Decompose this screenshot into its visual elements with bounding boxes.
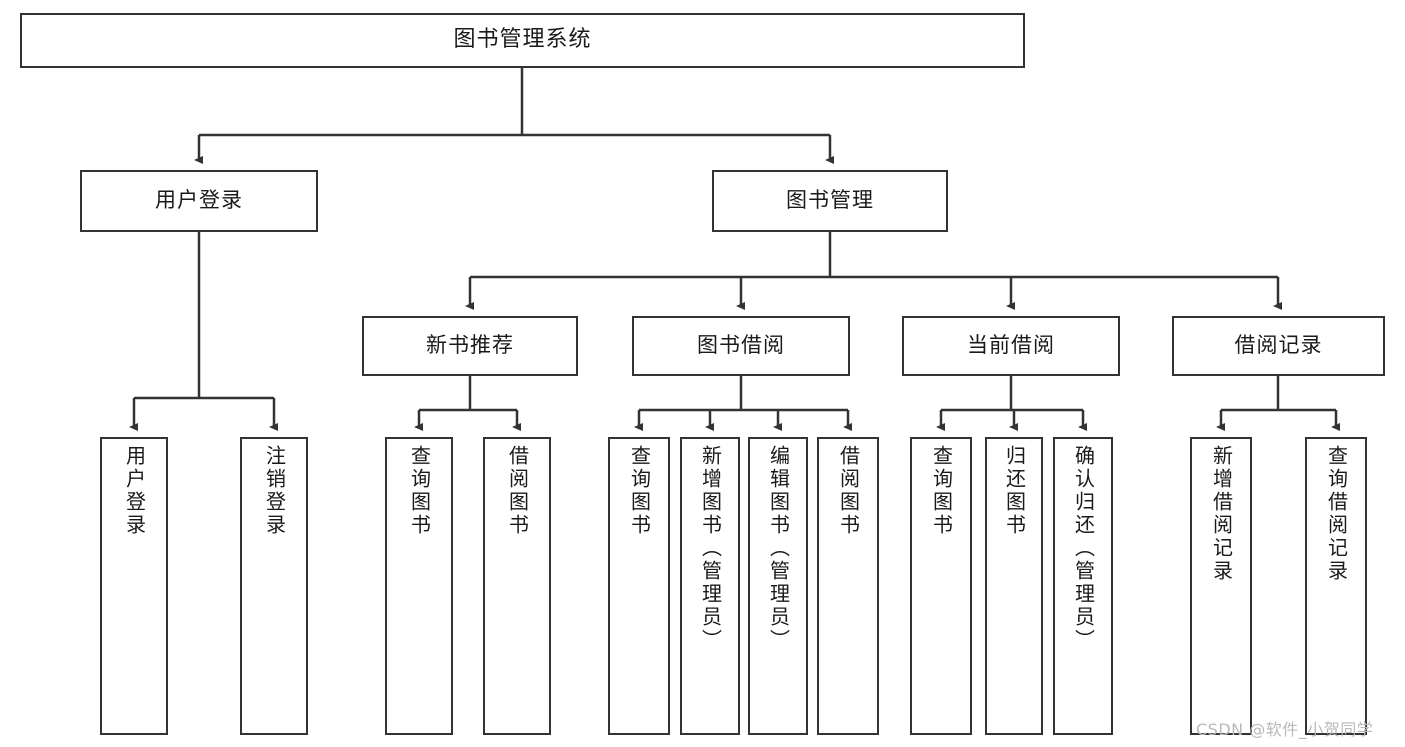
leaf-label: 新增图书（管理员） [698,445,723,652]
leaf-label: 新增借阅记录 [1209,445,1234,583]
node-user-login[interactable]: 用户登录 [80,170,318,232]
node-leaf-query-borrow-record[interactable]: 查询借阅记录 [1305,437,1367,735]
leaf-label: 查询图书 [407,445,432,537]
node-leaf-user-login[interactable]: 用户登录 [100,437,168,735]
node-leaf-query-book-current[interactable]: 查询图书 [910,437,972,735]
leaf-label: 确认归还（管理员） [1071,445,1096,652]
leaf-label: 借阅图书 [836,445,861,537]
node-leaf-add-book-admin[interactable]: 新增图书（管理员） [680,437,740,735]
node-current-borrow[interactable]: 当前借阅 [902,316,1120,376]
node-leaf-borrow-book[interactable]: 借阅图书 [817,437,879,735]
node-borrow-record[interactable]: 借阅记录 [1172,316,1385,376]
leaf-label: 编辑图书（管理员） [766,445,791,652]
node-root-book-management-system[interactable]: 图书管理系统 [20,13,1025,68]
node-leaf-return-book[interactable]: 归还图书 [985,437,1043,735]
leaf-label: 查询图书 [929,445,954,537]
node-new-book-recommend[interactable]: 新书推荐 [362,316,578,376]
node-leaf-add-borrow-record[interactable]: 新增借阅记录 [1190,437,1252,735]
watermark-text: CSDN @软件_小贺同学 [1196,720,1374,739]
leaf-label: 查询借阅记录 [1324,445,1349,583]
leaf-label: 注销登录 [262,445,287,537]
leaf-label: 用户登录 [122,445,147,537]
node-leaf-query-book-recommend[interactable]: 查询图书 [385,437,453,735]
leaf-label: 借阅图书 [505,445,530,537]
node-book-management[interactable]: 图书管理 [712,170,948,232]
node-leaf-query-book-borrow[interactable]: 查询图书 [608,437,670,735]
node-leaf-logout[interactable]: 注销登录 [240,437,308,735]
node-book-borrow[interactable]: 图书借阅 [632,316,850,376]
node-leaf-borrow-book-recommend[interactable]: 借阅图书 [483,437,551,735]
node-leaf-confirm-return-admin[interactable]: 确认归还（管理员） [1053,437,1113,735]
node-leaf-edit-book-admin[interactable]: 编辑图书（管理员） [748,437,808,735]
leaf-label: 查询图书 [627,445,652,537]
leaf-label: 归还图书 [1002,445,1027,537]
